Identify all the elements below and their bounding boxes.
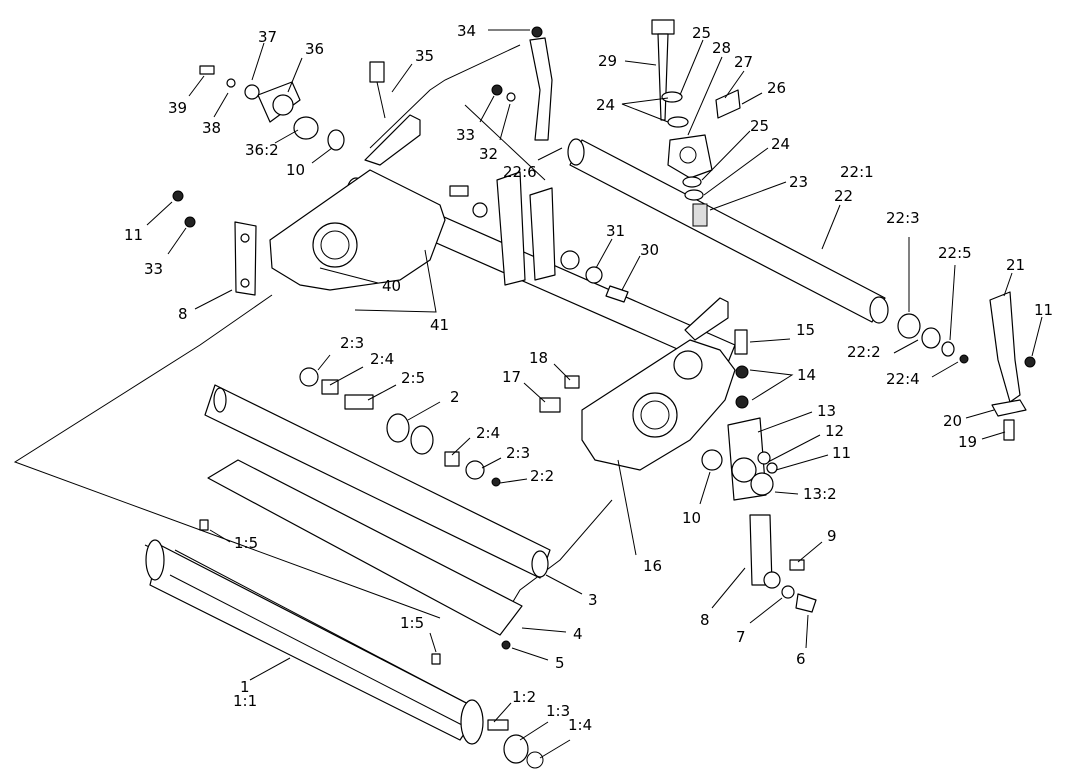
callout-4: 4: [573, 625, 583, 643]
callout-1-3: 1:3: [546, 702, 570, 720]
callout-2-3: 2:3: [340, 334, 364, 352]
callout-19: 19: [958, 433, 977, 451]
right-side-hardware: [701, 329, 817, 613]
callout-2-4b: 2:4: [476, 424, 500, 442]
callout-13: 13: [817, 402, 836, 420]
callout-2: 2: [450, 388, 460, 406]
callout-22-4: 22:4: [886, 370, 920, 388]
callouts: 34 29 25 28 27 26 24 25 24 23 22:1 22 37…: [124, 22, 1053, 759]
callout-28: 28: [712, 39, 731, 57]
callout-24: 24: [596, 96, 615, 114]
callout-22-2: 22:2: [847, 343, 881, 361]
callout-1-5b: 1:5: [400, 614, 424, 632]
callout-11: 11: [124, 226, 143, 244]
callout-22-1: 22:1: [840, 163, 874, 181]
callout-2-3b: 2:3: [506, 444, 530, 462]
callout-7: 7: [736, 628, 746, 646]
callout-8: 8: [178, 305, 188, 323]
callout-26: 26: [767, 79, 786, 97]
callout-33: 33: [456, 126, 475, 144]
callout-36: 36: [305, 40, 324, 58]
callout-22: 22: [834, 187, 853, 205]
callout-6: 6: [796, 650, 806, 668]
callout-38: 38: [202, 119, 221, 137]
callout-39: 39: [168, 99, 187, 117]
callout-3: 3: [588, 591, 598, 609]
callout-17: 17: [502, 368, 521, 386]
callout-14: 14: [797, 366, 816, 384]
left-bearing-hardware: [199, 61, 386, 151]
callout-15: 15: [796, 321, 815, 339]
callout-40: 40: [382, 277, 401, 295]
callout-12: 12: [825, 422, 844, 440]
callout-2-2: 2:2: [530, 467, 554, 485]
callout-1: 1: [240, 678, 250, 696]
top-bracket: [491, 26, 553, 141]
callout-1-5: 1:5: [234, 534, 258, 552]
bedbar: [204, 367, 551, 579]
callout-21: 21: [1006, 256, 1025, 274]
callout-35: 35: [415, 47, 434, 65]
frame-bolts: [539, 375, 580, 413]
callout-2-4: 2:4: [370, 350, 394, 368]
callout-1-4: 1:4: [568, 716, 592, 734]
callout-29: 29: [598, 52, 617, 70]
reel: [144, 519, 544, 769]
callout-41: 41: [430, 316, 449, 334]
callout-25b: 25: [750, 117, 769, 135]
callout-31: 31: [606, 222, 625, 240]
bedknife: [207, 459, 523, 650]
callout-20: 20: [943, 412, 962, 430]
left-arm: [172, 190, 257, 296]
callout-32: 32: [479, 145, 498, 163]
callout-1-2: 1:2: [512, 688, 536, 706]
callout-10: 10: [286, 161, 305, 179]
callout-37: 37: [258, 28, 277, 46]
callout-33b: 33: [144, 260, 163, 278]
callout-34: 34: [457, 22, 476, 40]
callout-22-5: 22:5: [938, 244, 972, 262]
callout-5: 5: [555, 654, 565, 672]
callout-22-6: 22:6: [503, 163, 537, 181]
callout-22-3: 22:3: [886, 209, 920, 227]
callout-11b: 11: [1034, 301, 1053, 319]
callout-30: 30: [640, 241, 659, 259]
callout-1-1: 1:1: [233, 692, 257, 710]
callout-9: 9: [827, 527, 837, 545]
callout-24b: 24: [771, 135, 790, 153]
callout-16: 16: [643, 557, 662, 575]
far-right-arm: [989, 291, 1036, 441]
callout-27: 27: [734, 53, 753, 71]
callout-11c: 11: [832, 444, 851, 462]
callout-8b: 8: [700, 611, 710, 629]
callout-2-5: 2:5: [401, 369, 425, 387]
callout-23: 23: [789, 173, 808, 191]
upper-roller: [567, 138, 969, 364]
callout-18: 18: [529, 349, 548, 367]
callout-13-2: 13:2: [803, 485, 837, 503]
callout-10b: 10: [682, 509, 701, 527]
center-shaft-hardware: [449, 185, 629, 303]
callout-36-2: 36:2: [245, 141, 279, 159]
callout-25: 25: [692, 24, 711, 42]
